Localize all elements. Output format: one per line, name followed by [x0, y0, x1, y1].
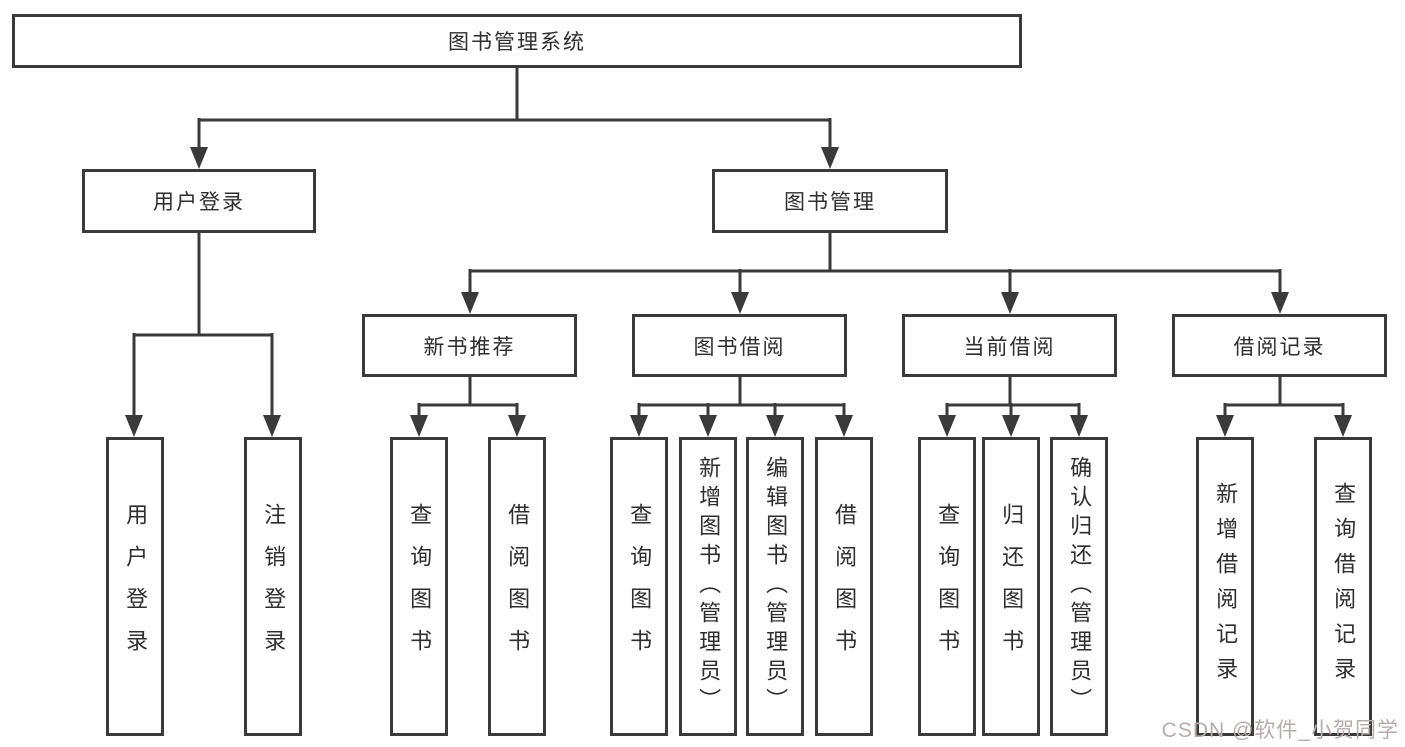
leaf-label: 查询图书	[627, 502, 653, 671]
leaf-label: 新增图书（管理员）	[696, 456, 722, 717]
leaf-user-login: 用户登录	[106, 437, 164, 736]
leaf-return-books: 归还图书	[982, 437, 1040, 736]
node-book-borrowing: 图书借阅	[632, 314, 847, 377]
leaf-label: 编辑图书（管理员）	[763, 456, 789, 717]
node-current-borrowing: 当前借阅	[902, 314, 1117, 377]
leaf-label: 借阅图书	[832, 502, 858, 671]
leaf-logout-login: 注销登录	[244, 437, 302, 736]
leaf-add-borrow-record: 新增借阅记录	[1196, 437, 1254, 736]
node-user-login: 用户登录	[82, 169, 316, 233]
leaf-label: 查询图书	[407, 502, 433, 671]
leaf-label: 查询图书	[935, 502, 961, 671]
leaf-add-books-admin: 新增图书（管理员）	[679, 437, 737, 736]
node-book-management: 图书管理	[712, 169, 948, 233]
leaf-label: 注销登录	[261, 502, 287, 671]
leaf-query-books-current: 查询图书	[918, 437, 976, 736]
node-label: 图书管理	[784, 191, 876, 214]
node-label: 图书借阅	[693, 335, 786, 359]
leaf-label: 确认归还（管理员）	[1067, 456, 1093, 717]
leaf-query-borrow-record: 查询借阅记录	[1314, 437, 1372, 736]
csdn-watermark: CSDN @软件_小贺同学	[1161, 719, 1399, 742]
leaf-borrow-books: 借阅图书	[815, 437, 873, 736]
leaf-query-books-borrowing: 查询图书	[610, 437, 668, 736]
node-label: 当前借阅	[963, 335, 1056, 359]
node-new-book-recommendation: 新书推荐	[362, 314, 577, 377]
node-borrowing-records: 借阅记录	[1172, 314, 1387, 377]
node-library-management-system: 图书管理系统	[12, 14, 1022, 68]
leaf-borrow-books-recommend: 借阅图书	[488, 437, 546, 736]
leaf-label: 归还图书	[999, 502, 1025, 671]
leaf-label: 新增借阅记录	[1213, 481, 1239, 692]
leaf-edit-books-admin: 编辑图书（管理员）	[746, 437, 804, 736]
leaf-label: 借阅图书	[505, 502, 531, 671]
leaf-label: 用户登录	[123, 502, 149, 671]
leaf-query-books-recommend: 查询图书	[390, 437, 448, 736]
node-label: 借阅记录	[1233, 335, 1326, 359]
leaf-label: 查询借阅记录	[1331, 481, 1357, 692]
leaf-confirm-return-admin: 确认归还（管理员）	[1050, 437, 1108, 736]
node-label: 用户登录	[153, 191, 245, 214]
node-label: 新书推荐	[423, 335, 516, 359]
node-label: 图书管理系统	[448, 31, 586, 54]
